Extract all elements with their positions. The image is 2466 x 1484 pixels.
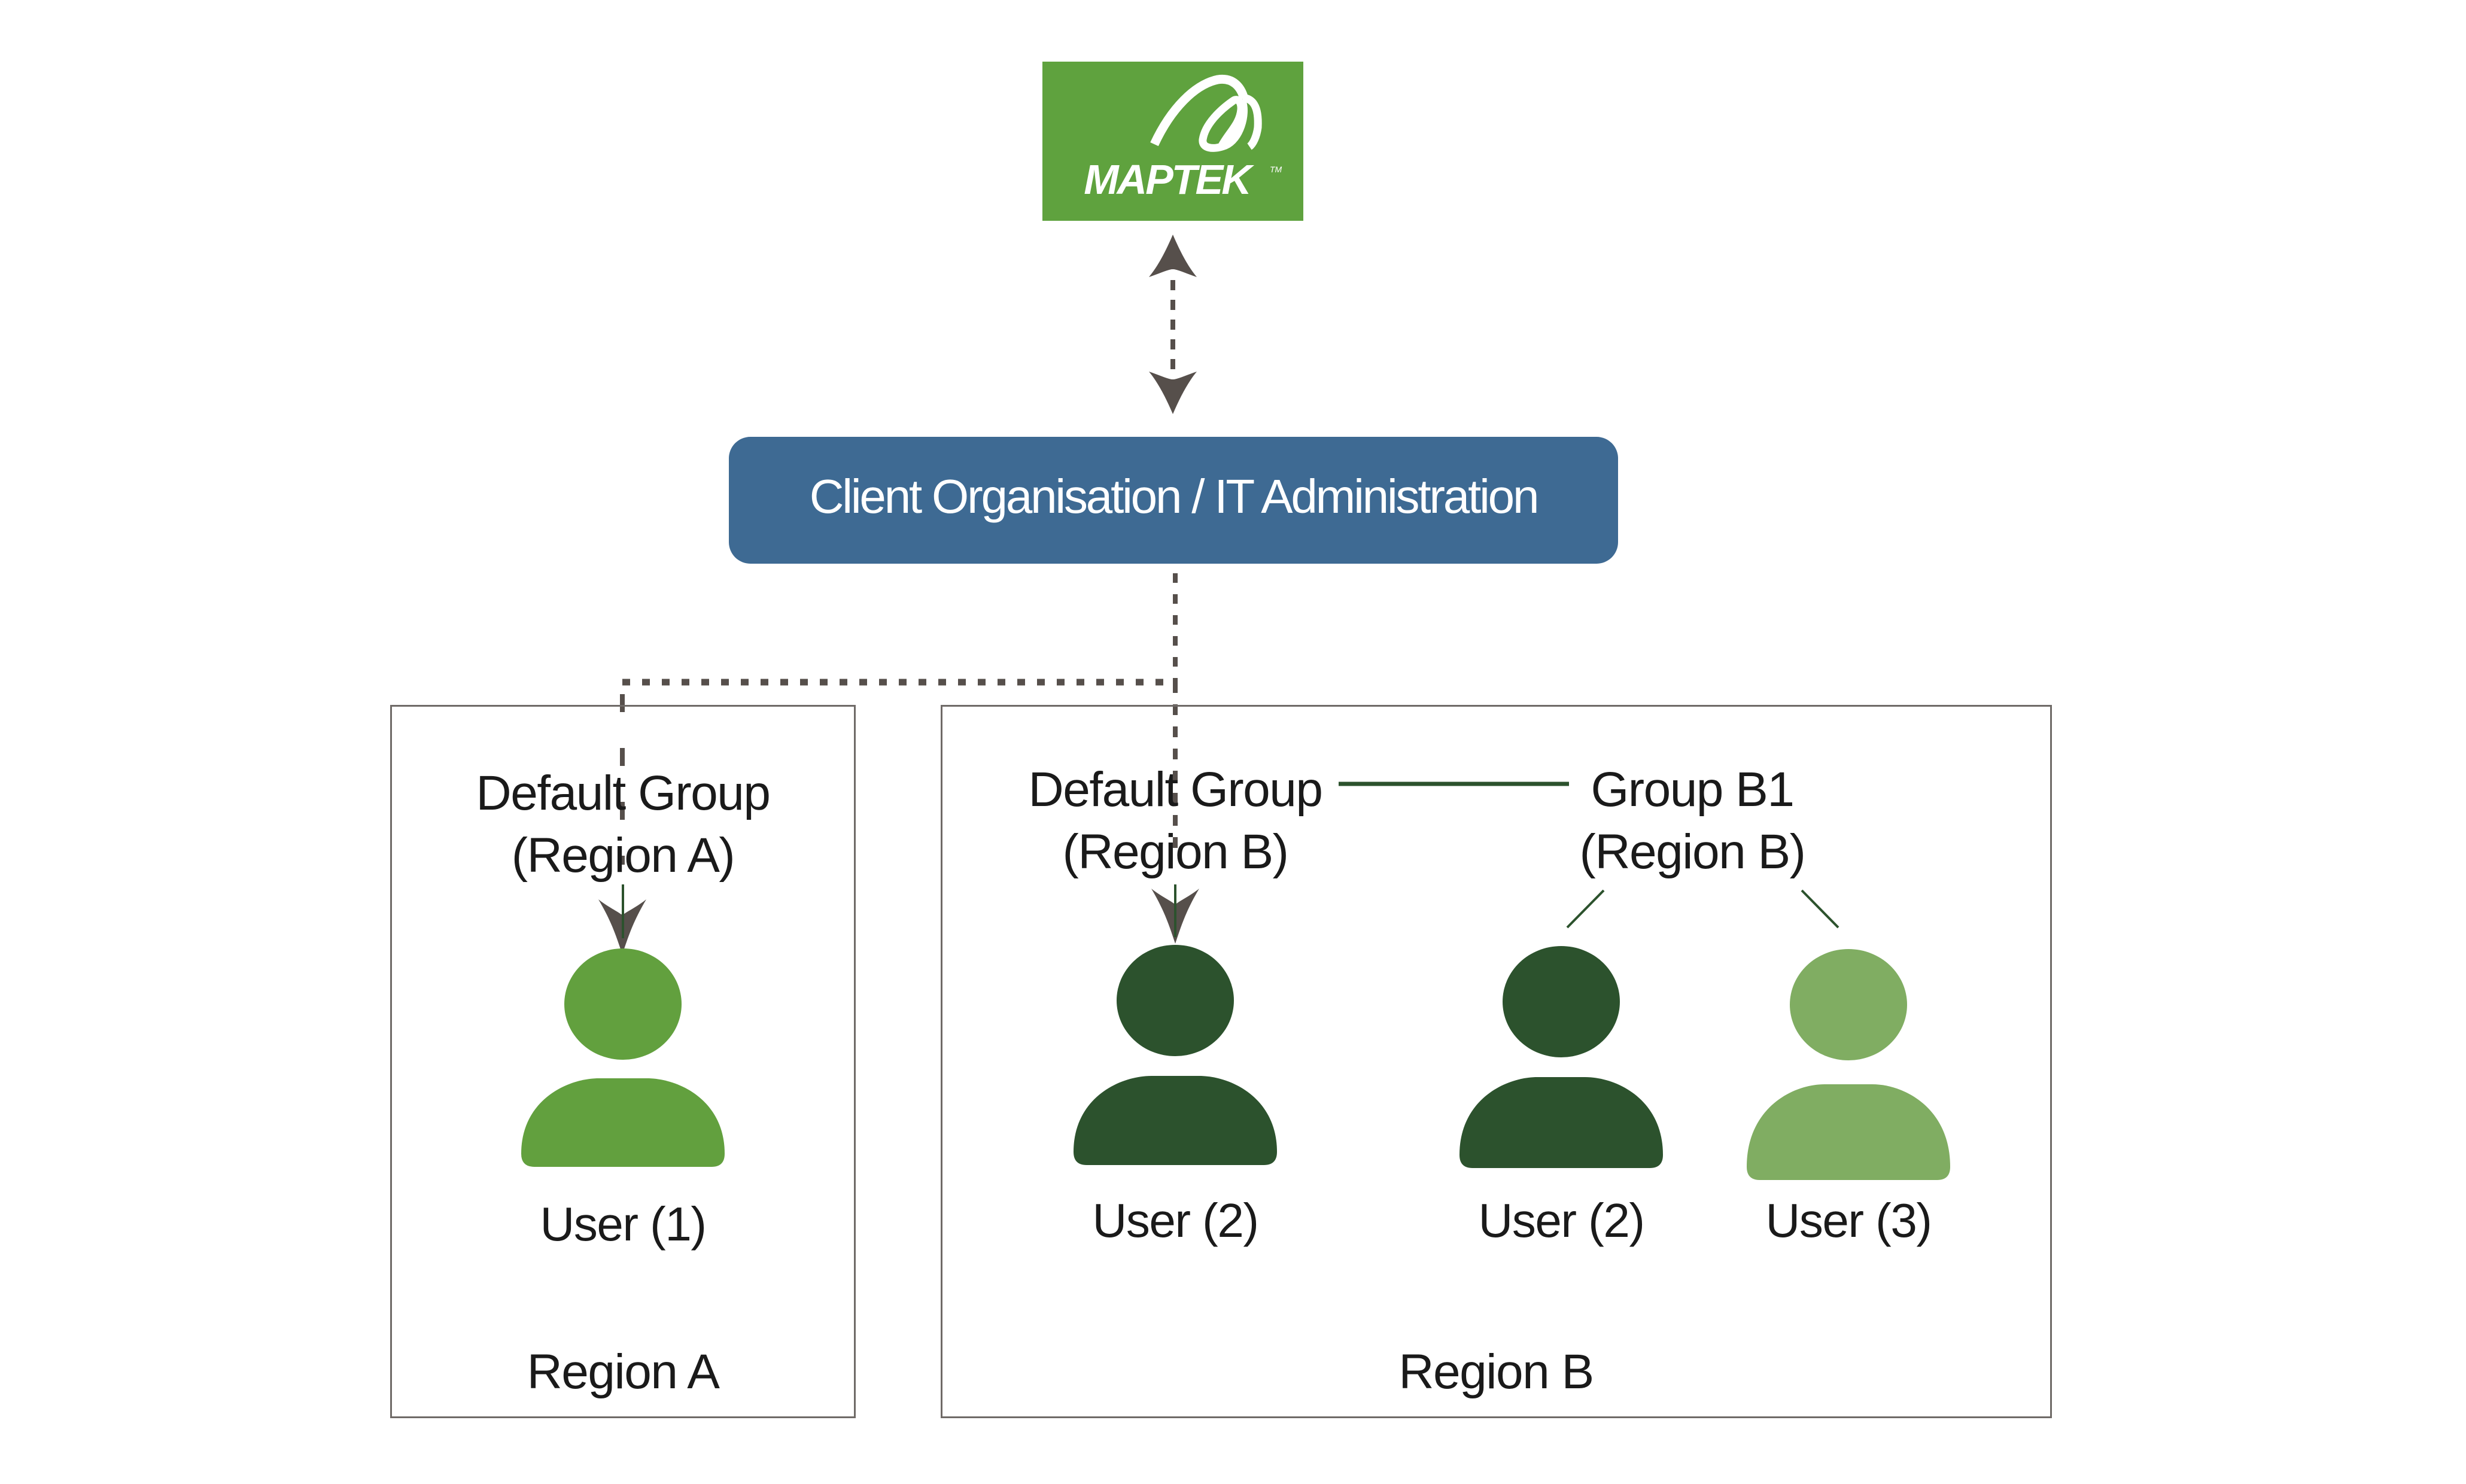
group-default-region-a: Default Group (Region A) <box>413 762 832 887</box>
user-body-icon <box>1074 1076 1277 1165</box>
region-a-container <box>390 705 856 1418</box>
user-head-icon <box>1503 946 1620 1057</box>
user-head-icon <box>1117 945 1234 1056</box>
maptek-swoosh-icon <box>1150 74 1262 152</box>
maptek-logo: MAPTEK TM <box>1042 62 1303 221</box>
region-a-label: Region A <box>527 1345 720 1399</box>
logo-org-arrow <box>1149 235 1197 414</box>
user-icon <box>1459 946 1663 1168</box>
logo-trademark: TM <box>1270 165 1282 174</box>
user-label-b1-second: User (3) <box>1765 1194 1932 1247</box>
client-organisation-node: Client Organisation / IT Administration <box>729 437 1618 564</box>
group-user-connectors <box>622 781 1839 938</box>
user-body-icon <box>521 1078 725 1167</box>
group-region: (Region B) <box>1062 825 1289 879</box>
user-head-icon <box>564 948 682 1060</box>
region-b-label: Region B <box>1398 1345 1594 1399</box>
user-body-icon <box>1459 1077 1663 1168</box>
client-organisation-label: Client Organisation / IT Administration <box>809 470 1540 523</box>
user-label-region-a: User (1) <box>540 1197 707 1251</box>
logo-wordmark: MAPTEK <box>1084 156 1252 203</box>
user-label-b1-first: User (2) <box>1478 1194 1645 1247</box>
arrow-up-head-icon <box>1149 235 1197 277</box>
user-icon <box>1074 945 1277 1165</box>
group-b1-region-b: Group B1 (Region B) <box>1483 759 1902 883</box>
group-name: Group B1 <box>1591 762 1795 817</box>
user-head-icon <box>1790 949 1907 1060</box>
user-icon <box>1747 949 1950 1180</box>
arrow-down-head-icon <box>1149 372 1197 414</box>
group-region: (Region A) <box>511 828 735 883</box>
b1-user2-line <box>1566 889 1605 929</box>
group-name: Default Group <box>476 766 771 820</box>
region-b-container <box>941 705 2052 1418</box>
group-name: Default Group <box>1028 762 1324 817</box>
group-region: (Region B) <box>1579 825 1806 879</box>
group-default-region-b: Default Group (Region B) <box>966 759 1385 883</box>
user-body-icon <box>1747 1084 1950 1180</box>
user-icons <box>521 945 1950 1180</box>
user-icon <box>521 948 725 1167</box>
b1-user3-line <box>1801 889 1839 929</box>
user-label-default-b: User (2) <box>1092 1194 1259 1247</box>
